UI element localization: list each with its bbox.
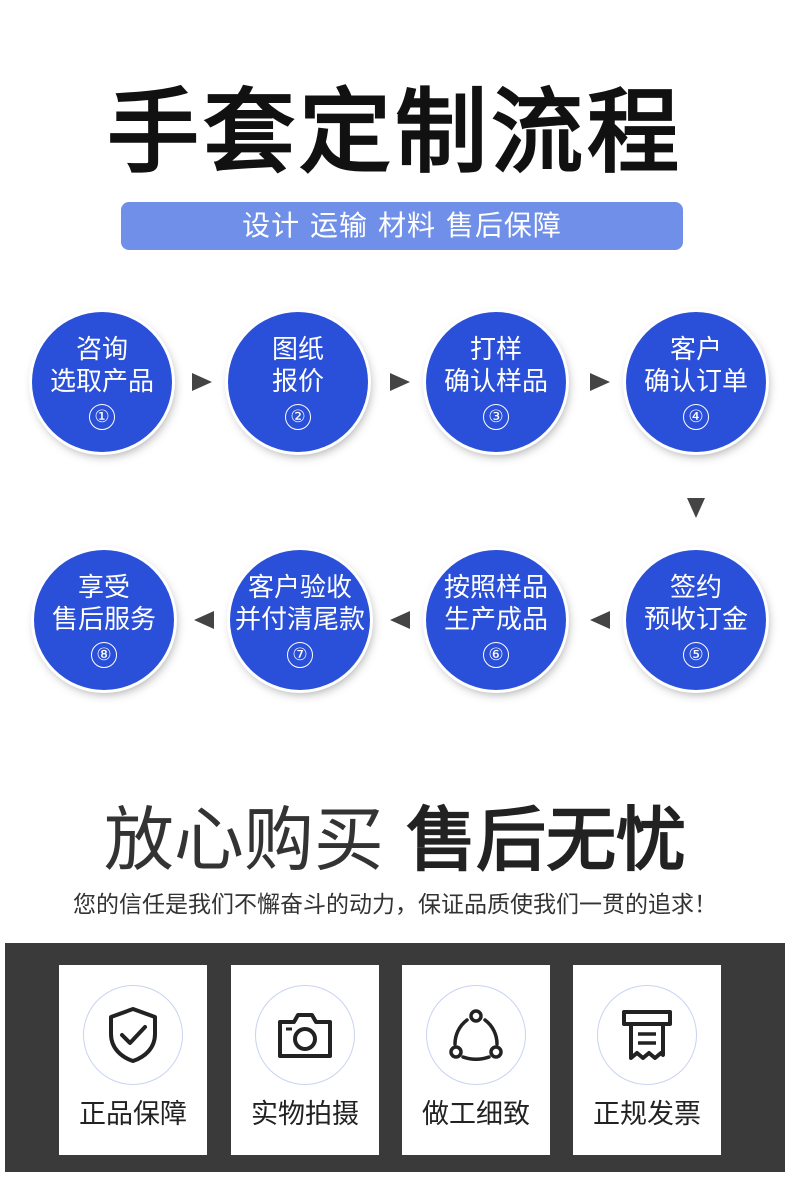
guarantee-card-photo: 实物拍摄	[231, 965, 379, 1155]
arrow-right-icon	[390, 373, 410, 391]
share-nodes-icon	[426, 985, 526, 1085]
step-4: 客户 确认订单 ④	[626, 312, 766, 452]
step-5-number: ⑤	[683, 642, 709, 668]
guarantee-card-genuine: 正品保障	[59, 965, 207, 1155]
step-8: 享受 售后服务 ⑧	[34, 550, 174, 690]
step-8-line1: 享受	[77, 573, 130, 603]
step-3: 打样 确认样品 ③	[426, 312, 566, 452]
step-4-line2: 确认订单	[643, 367, 748, 397]
guarantee-card-craft: 做工细致	[402, 965, 550, 1155]
guarantee-label: 正品保障	[79, 1099, 187, 1130]
step-1-line2: 选取产品	[49, 367, 154, 397]
step-7-number: ⑦	[287, 642, 313, 668]
subtitle-banner: 设计 运输 材料 售后保障	[121, 202, 683, 250]
slogan-part1: 放心购买	[103, 799, 384, 881]
step-5: 签约 预收订金 ⑤	[626, 550, 766, 690]
step-6-number: ⑥	[483, 642, 509, 668]
step-8-line2: 售后服务	[51, 605, 156, 635]
step-7: 客户验收 并付清尾款 ⑦	[230, 550, 370, 690]
step-6-line1: 按照样品	[443, 573, 548, 603]
arrow-right-icon	[590, 373, 610, 391]
guarantee-label: 做工细致	[422, 1099, 530, 1130]
step-3-number: ③	[483, 404, 509, 430]
step-1: 咨询 选取产品 ①	[32, 312, 172, 452]
arrow-left-icon	[194, 611, 214, 629]
slogan: 放心购买 售后无忧	[0, 790, 790, 890]
guarantee-card-invoice: 正规发票	[573, 965, 721, 1155]
promise-text: 您的信任是我们不懈奋斗的动力，保证品质使我们一贯的追求！	[73, 892, 717, 918]
step-4-line1: 客户	[669, 335, 722, 365]
step-2-line1: 图纸	[271, 335, 324, 365]
shield-check-icon	[83, 985, 183, 1085]
step-7-line2: 并付清尾款	[234, 605, 365, 635]
slogan-part2: 售后无忧	[406, 799, 687, 881]
page-title: 手套定制流程	[106, 79, 683, 186]
step-7-line1: 客户验收	[247, 573, 352, 603]
step-4-number: ④	[683, 404, 709, 430]
camera-icon	[255, 985, 355, 1085]
step-3-line2: 确认样品	[443, 367, 548, 397]
step-6: 按照样品 生产成品 ⑥	[426, 550, 566, 690]
arrow-left-icon	[390, 611, 410, 629]
step-2-line2: 报价	[271, 367, 324, 397]
step-3-line1: 打样	[469, 335, 522, 365]
step-2: 图纸 报价 ②	[228, 312, 368, 452]
guarantee-label: 实物拍摄	[251, 1099, 359, 1130]
step-5-line2: 预收订金	[643, 605, 748, 635]
guarantee-label: 正规发票	[593, 1099, 701, 1130]
step-5-line1: 签约	[669, 573, 722, 603]
arrow-down-icon	[687, 498, 705, 518]
step-8-number: ⑧	[91, 642, 117, 668]
arrow-left-icon	[590, 611, 610, 629]
step-1-number: ①	[89, 404, 115, 430]
step-1-line1: 咨询	[75, 335, 128, 365]
arrow-right-icon	[192, 373, 212, 391]
step-2-number: ②	[285, 404, 311, 430]
receipt-icon	[597, 985, 697, 1085]
step-6-line2: 生产成品	[443, 605, 548, 635]
